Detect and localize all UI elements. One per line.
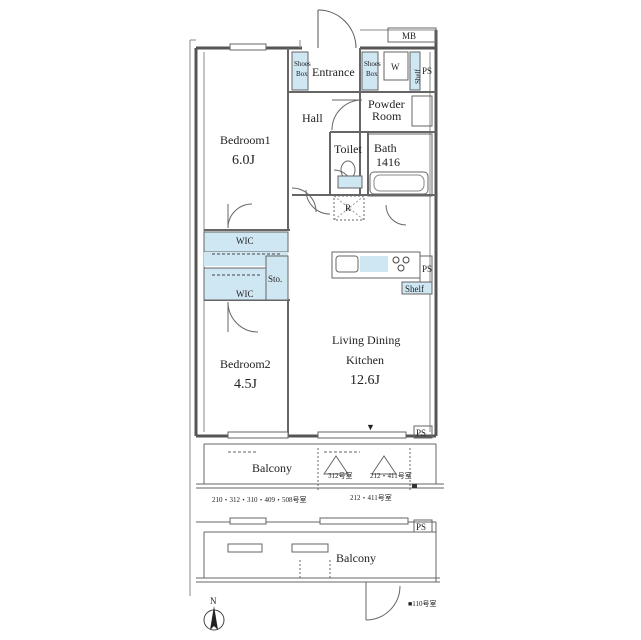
bedroom2-size: 4.5J [234, 377, 258, 392]
north-label: N [210, 596, 217, 606]
wic-lower[interactable] [203, 267, 267, 301]
wic-lower-label: WIC [236, 289, 254, 299]
bath-unit [367, 133, 433, 197]
ldk-name-line1: Living Dining [332, 333, 400, 347]
washer-label: W [391, 62, 400, 72]
kitchen-shelf-label: Shelf [405, 284, 424, 294]
storage-label: Sto. [268, 274, 282, 284]
balcony-ps-box-2 [413, 519, 433, 533]
storage[interactable] [265, 255, 289, 301]
refrigerator-space [333, 195, 365, 221]
toilet-label: Toilet [334, 142, 362, 156]
bathtub [369, 171, 429, 195]
entrance-marker: ▼ [366, 422, 375, 432]
balcony-ps-label-2: PS [416, 522, 426, 532]
hall-label: Hall [302, 111, 323, 125]
room-doors [227, 99, 407, 333]
exterior-thin-lines [189, 29, 436, 596]
unit-list-left-note: 210・312・310・409・508号室 [212, 495, 307, 504]
bedroom2-name: Bedroom2 [220, 357, 271, 371]
entrance-door[interactable] [317, 9, 357, 49]
shoes-box-right [361, 51, 379, 91]
ldk-size: 12.6J [350, 373, 381, 388]
shoes-box-left-label-2: Box [296, 70, 308, 78]
unit-312-note: 312号室 [328, 471, 353, 480]
powder-room-label-2: Room [372, 109, 402, 123]
lower-windows [227, 517, 409, 553]
mb-label: MB [402, 31, 416, 41]
north-arrow-icon: N [203, 596, 225, 631]
lower-balcony-label: Balcony [336, 551, 376, 565]
bedroom1-size: 6.0J [232, 153, 256, 168]
upper-balcony-label: Balcony [252, 461, 292, 475]
windows [227, 43, 407, 439]
shoes-box-left [291, 51, 309, 91]
kitchen-counter [331, 251, 433, 295]
shoes-box-right-label-2: Box [366, 70, 378, 78]
entry-shelf-label: Shelf [414, 69, 422, 84]
wic-upper-label: WIC [236, 236, 254, 246]
refrigerator-label: R [345, 203, 351, 213]
bath-label: Bath [374, 141, 397, 155]
entry-shelf [409, 51, 421, 91]
kitchen-ps-label: PS [422, 264, 432, 274]
entrance-label: Entrance [312, 65, 355, 79]
balcony-ps-box-1 [413, 425, 433, 439]
unit-212-411-note-a: 212・411号室 [370, 471, 412, 480]
shoes-box-right-label-1: Shoes [364, 60, 381, 68]
drain-mark [412, 484, 417, 488]
entry-ps-label: PS [422, 66, 432, 76]
shoes-box-left-label-1: Shoes [294, 60, 311, 68]
washer-space [383, 51, 409, 81]
bedroom1-name: Bedroom1 [220, 133, 271, 147]
bath-size: 1416 [376, 155, 400, 169]
unit-110-note: ■110号室 [408, 599, 436, 608]
ldk-name-line2: Kitchen [346, 353, 384, 367]
balcony-ps-label-1: PS [416, 428, 426, 438]
unit-212-411-note-b: 212・411号室 [350, 493, 392, 502]
powder-room-label-1: Powder [368, 97, 405, 111]
meter-box [387, 27, 437, 43]
lower-balcony [196, 521, 440, 621]
upper-balcony [196, 443, 444, 492]
powder-room-sink [411, 95, 433, 127]
